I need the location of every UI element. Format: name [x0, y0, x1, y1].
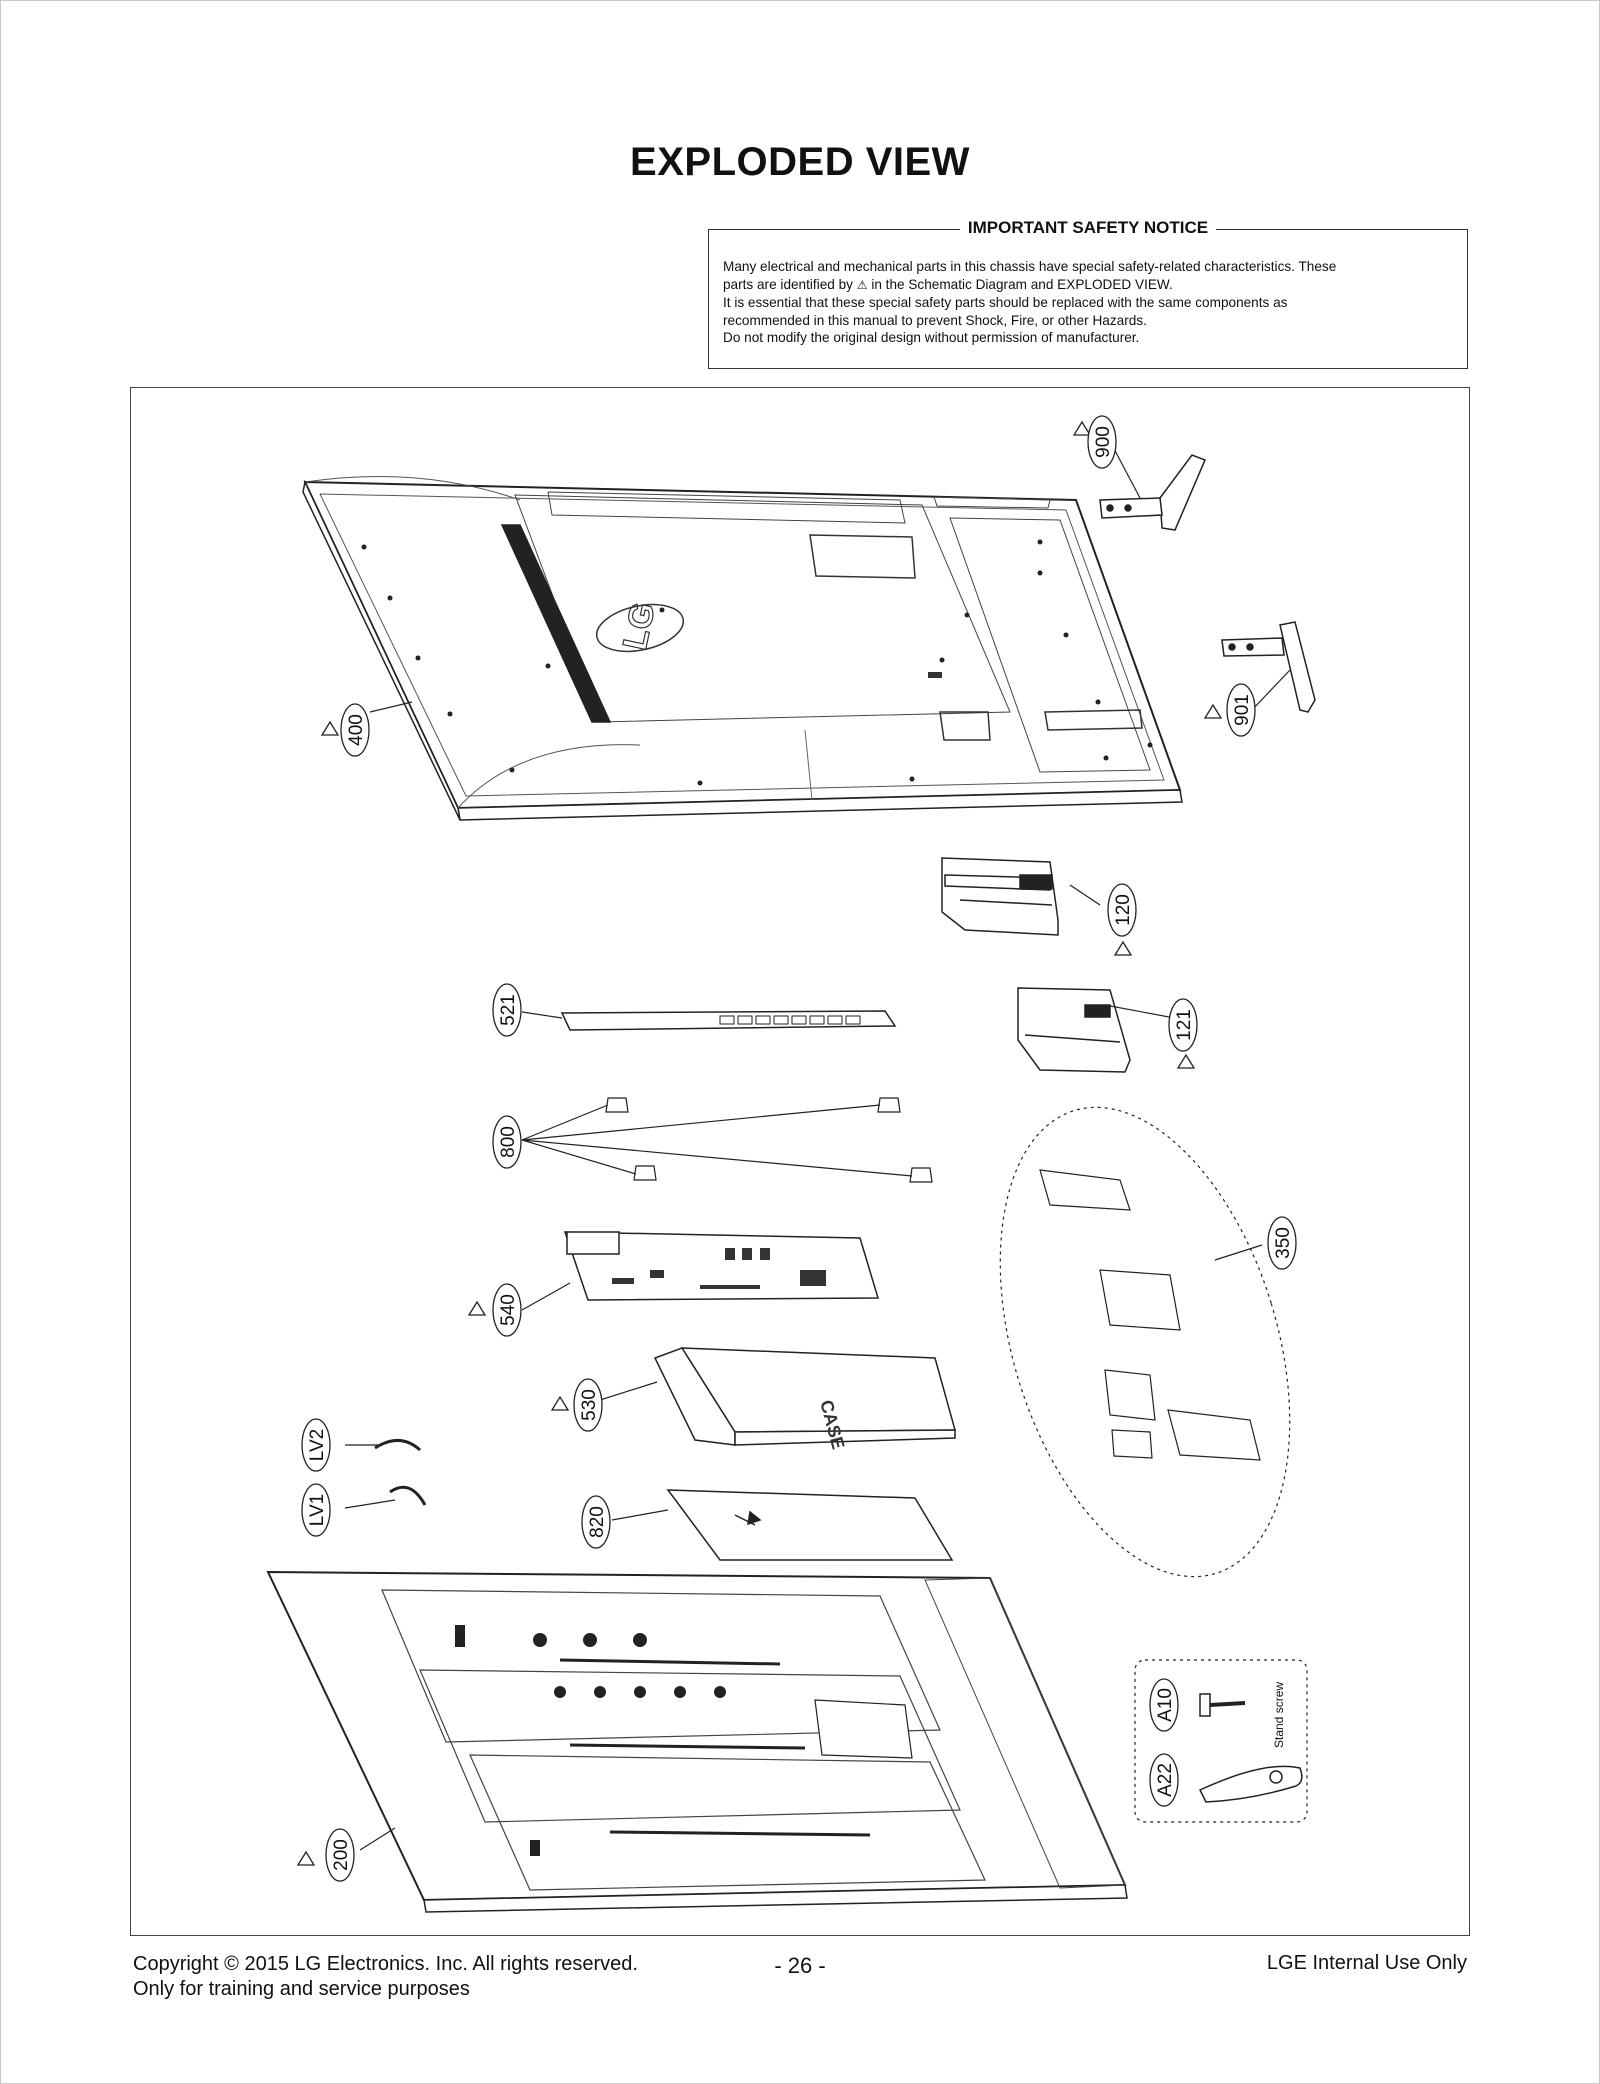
- part-bubbles: 900 400 901 120 121 521 800 540: [301, 415, 1297, 1882]
- power-board-120-drawing: [941, 857, 1059, 936]
- part-number: 820: [587, 1506, 608, 1538]
- page-title: EXPLODED VIEW: [630, 140, 970, 184]
- notice-line-1: Many electrical and mechanical parts in …: [723, 259, 1337, 274]
- notice-line-5: Do not modify the original design withou…: [723, 330, 1140, 345]
- sheet-820-drawing: [666, 1489, 954, 1561]
- part-label-530: 530: [573, 1378, 603, 1432]
- part-number: 800: [498, 1126, 519, 1158]
- warning-triangle-icon: [296, 1850, 316, 1866]
- warning-triangle-icon: [1203, 703, 1223, 719]
- part-number: 540: [498, 1294, 519, 1326]
- part-label-A10: A10: [1149, 1678, 1179, 1732]
- module-530-drawing: CASE: [653, 1347, 956, 1451]
- part-label-400: 400: [340, 703, 370, 757]
- purpose-text: Only for training and service purposes: [133, 1978, 470, 2000]
- footer-left: Copyright © 2015 LG Electronics. Inc. Al…: [133, 1952, 638, 2002]
- warning-triangle-icon: [320, 720, 340, 736]
- part-number: 350: [1273, 1227, 1294, 1259]
- ir-board-521-drawing: [560, 1010, 897, 1031]
- part-number: 530: [579, 1389, 600, 1421]
- part-number: A10: [1155, 1688, 1176, 1722]
- warning-triangle-icon: [1113, 940, 1133, 956]
- notice-line-2: parts are identified by ⚠ in the Schemat…: [723, 276, 1453, 295]
- safety-notice-heading: IMPORTANT SAFETY NOTICE: [959, 218, 1217, 237]
- cable-group-350-drawing: [999, 1106, 1291, 1578]
- part-number: A22: [1155, 1763, 1176, 1797]
- part-label-540: 540: [492, 1283, 522, 1337]
- part-label-121: 121: [1168, 998, 1198, 1052]
- notice-line-3: It is essential that these special safet…: [723, 295, 1288, 310]
- stand-screw-icon: [1209, 1701, 1246, 1707]
- notice-line-2b: in the Schematic Diagram and EXPLODED VI…: [871, 276, 1173, 292]
- part-number: 901: [1232, 694, 1253, 726]
- warning-triangle-icon: [467, 1300, 487, 1316]
- part-number: 121: [1174, 1009, 1195, 1041]
- exploded-view-frame: [130, 387, 1470, 1936]
- part-label-901: 901: [1226, 683, 1256, 737]
- part-label-820: 820: [581, 1495, 611, 1549]
- stand-900-drawing: [1099, 454, 1206, 531]
- lvds-cables-drawing: [374, 1439, 427, 1506]
- internal-use-text: LGE Internal Use Only: [1266, 1952, 1467, 1974]
- notice-line-2a: parts are identified by: [723, 276, 853, 292]
- part-label-A22: A22: [1149, 1753, 1179, 1807]
- part-label-900: 900: [1087, 415, 1117, 469]
- page-number: - 26 -: [774, 1953, 826, 1978]
- part-number: 200: [331, 1839, 352, 1871]
- main-board-540-drawing: [563, 1231, 880, 1301]
- part-label-350: 350: [1267, 1216, 1297, 1270]
- notice-line-4: recommended in this manual to prevent Sh…: [723, 312, 1147, 328]
- part-number: LV2: [307, 1429, 328, 1461]
- warning-triangle-icon: [1072, 420, 1092, 436]
- safety-notice-heading-wrap: IMPORTANT SAFETY NOTICE: [709, 218, 1467, 238]
- leader-lines: [344, 444, 1291, 1851]
- frame-200-drawing: [266, 1570, 1128, 1913]
- power-board-121-drawing: [1017, 987, 1131, 1073]
- warning-triangle-icon: [550, 1395, 570, 1411]
- part-label-lv2: LV2: [301, 1418, 331, 1472]
- copyright-text: Copyright © 2015 LG Electronics. Inc. Al…: [133, 1953, 638, 1975]
- part-number: 521: [498, 994, 519, 1026]
- safety-notice-box: IMPORTANT SAFETY NOTICE Many electrical …: [708, 218, 1468, 369]
- warning-triangle-icon: ⚠: [856, 277, 868, 292]
- brackets-800-drawing: [605, 1097, 933, 1183]
- part-number: 400: [346, 714, 367, 746]
- part-label-lv1: LV1: [301, 1483, 331, 1537]
- warning-triangle-icon: [1176, 1053, 1196, 1069]
- back-cover-drawing: LG: [302, 475, 1183, 821]
- part-number: 120: [1113, 894, 1134, 926]
- part-label-800: 800: [492, 1115, 522, 1169]
- part-label-521: 521: [492, 983, 522, 1037]
- part-number: LV1: [307, 1494, 328, 1526]
- stand-screw-label: Stand screw: [1272, 1682, 1286, 1748]
- accessories-box: Stand screw: [1134, 1659, 1308, 1823]
- part-label-120: 120: [1107, 883, 1137, 937]
- safety-marks: [296, 420, 1223, 1866]
- stand-901-drawing: [1221, 621, 1316, 713]
- part-number: 900: [1093, 426, 1114, 458]
- part-label-200: 200: [325, 1828, 355, 1882]
- safety-notice-body: Many electrical and mechanical parts in …: [723, 258, 1453, 347]
- remote-control-icon: [1198, 1765, 1303, 1803]
